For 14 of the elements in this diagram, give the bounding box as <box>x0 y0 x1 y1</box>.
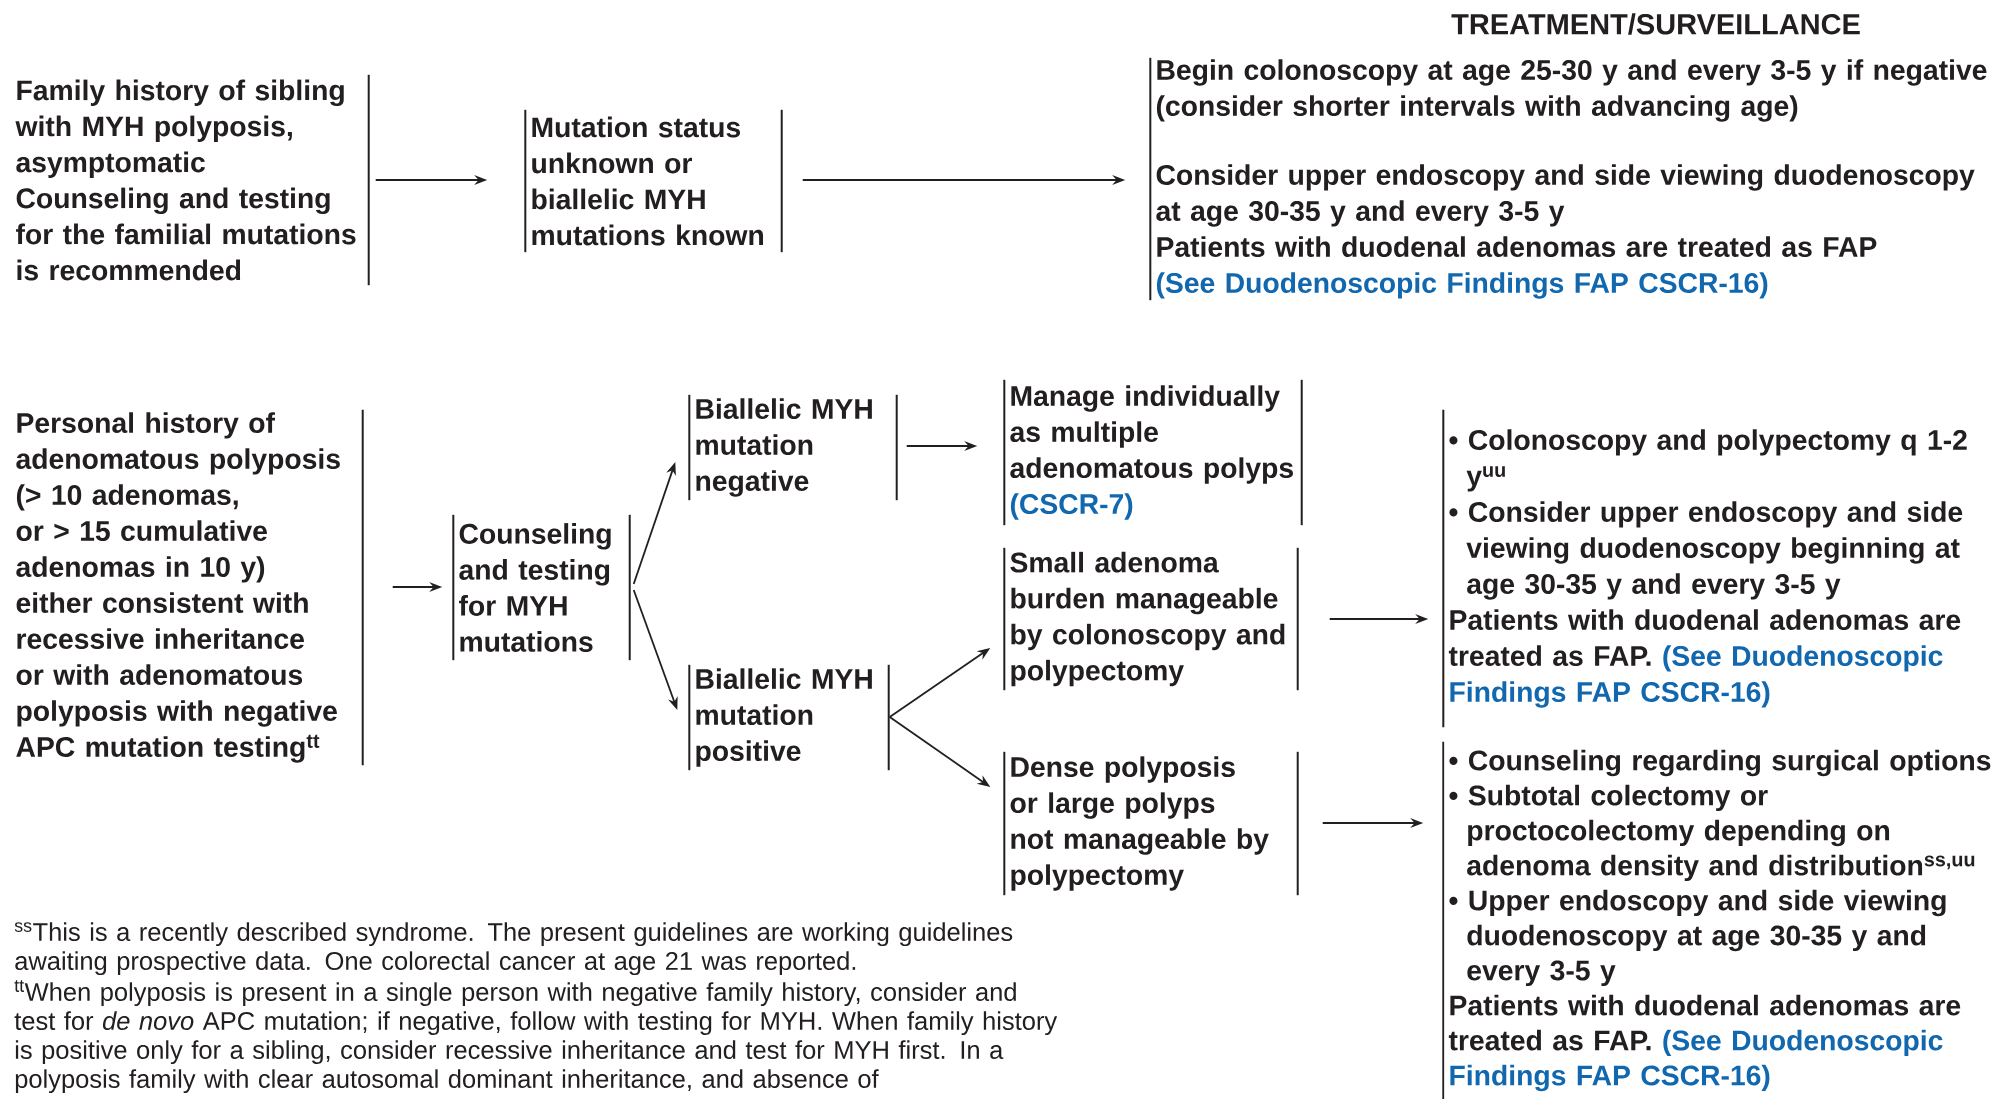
text-box: Counseling and testing for MYH mutations <box>452 513 631 662</box>
text-box: • Counseling regarding surgical options • Subtotal colectomy or proctocolectomy depending on adenoma density and distribution$^{ss,uu}$ • Upper endoscopy and side viewing duodenoscopy at age 30-35 y and every 3-5 y Patients with duodenal adenomas are treated as FAP. (See Duodenoscopic Findings FAP CSCR-16) <box>1442 740 1991 1099</box>
text-box: Personal history of adenomatous polyposis (> 10 adenomas, or > 15 cumulative adenomas in 10 y) either consistent with recessive inheritance or with adenomatous polyposis with negative APC mutation testing$^{tt}$ <box>16 408 364 767</box>
footnote: $^{tt}$When polyposis is present in a single person with negative family history, consider and test for de novo APC mutation; if negative, follow with testing for MYH. When family history is positive only for a sibling, consider recessive inheritance and test for MYH first. In a polyposis family with clear autosomal dominant inheritance, and absence of <box>14 980 1058 1094</box>
text-box: Begin colonoscopy at age 25-30 y and every 3-5 y if negative (consider shorter intervals with advancing age) Consider upper endoscopy and side viewing duodenoscopy at age 30-35 y and every 3-5 y Patients with duodenal adenomas are treated as FAP (See Duodenoscopic Findings FAP CSCR-16) <box>1149 56 1987 302</box>
text-box: Biallelic MYH mutation positive <box>688 663 890 772</box>
text-box: Dense polyposis or large polyps not manageable by polypectomy <box>1003 750 1299 897</box>
footnote: $^{ss}$This is a recently described syndrome. The present guidelines are working guidelines awaiting prospective data. One colorectal cancer at age 21 was reported. <box>14 922 1013 976</box>
text-box: • Colonoscopy and polypectomy q 1-2 y$^{uu}$ • Consider upper endoscopy and side viewing duodenoscopy beginning at age 30-35 y and every 3-5 y Patients with duodenal adenomas are treated as FAP. (See Duodenoscopic Findings FAP CSCR-16) <box>1442 408 1967 729</box>
text-box: Biallelic MYH mutation negative <box>688 393 898 502</box>
text-box: Small adenoma burden manageable by colonoscopy and polypectomy <box>1003 546 1299 692</box>
text-box: Manage individually as multiple adenomatous polyps (CSCR-7) <box>1003 378 1303 527</box>
text-box: Mutation status unknown or biallelic MYH mutations known <box>524 108 783 254</box>
text-box: Family history of sibling with MYH polyposis, asymptomatic Counseling and testing for the familial mutations is recommended <box>15 73 370 287</box>
